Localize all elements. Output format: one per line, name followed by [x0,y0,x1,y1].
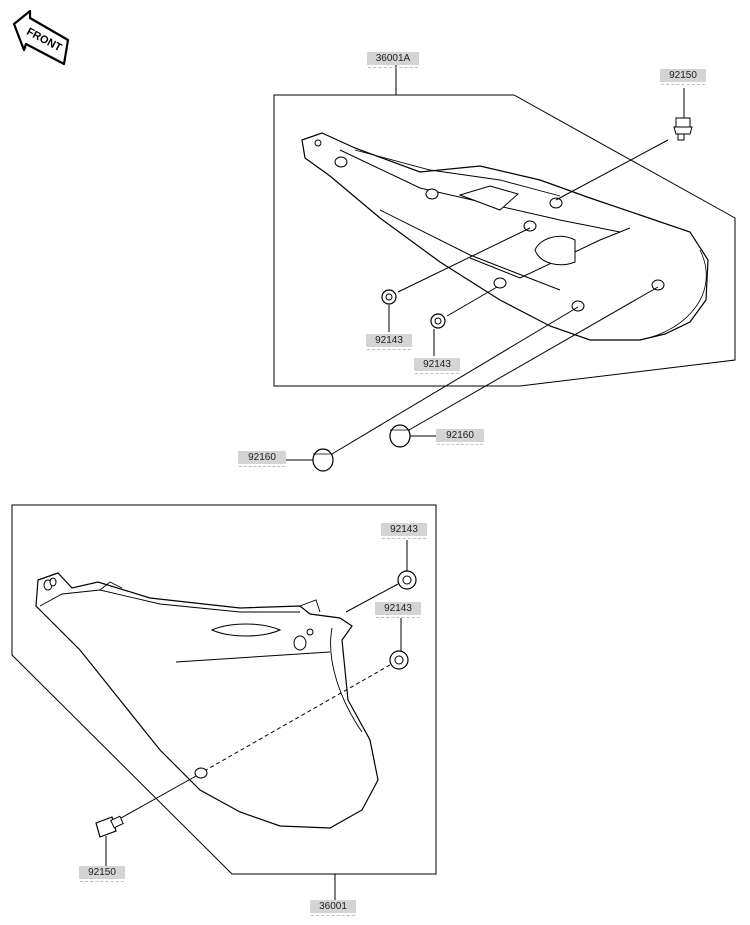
callout-92150-top[interactable]: 92150 [660,69,706,85]
bottom-bolt-92150 [95,815,124,838]
top-bolt-92150 [673,117,693,141]
callout-92143-bottom-upper[interactable]: 92143 [381,523,427,539]
bottom-side-cover [35,572,379,829]
callout-92150-bottom[interactable]: 92150 [79,866,125,882]
top-damper-right-92160 [389,424,411,448]
callout-92143-top-center[interactable]: 92143 [414,358,460,374]
callout-92160-right[interactable]: 92160 [436,429,484,445]
callout-36001[interactable]: 36001 [310,900,356,916]
callout-92160-left[interactable]: 92160 [238,451,286,467]
top-washer-center-92143 [430,313,446,329]
bottom-grommet-lower-92143 [389,650,409,670]
front-arrow-icon: FRONT [12,9,70,66]
callout-92143-bottom-lower[interactable]: 92143 [375,602,421,618]
top-side-cover [301,132,709,341]
top-washer-left-92143 [381,289,397,305]
top-assembly-frame [273,94,736,387]
callout-92143-top-left[interactable]: 92143 [366,334,412,350]
bottom-grommet-upper-92143 [397,570,417,590]
bottom-assembly-frame [11,504,437,875]
top-damper-left-92160 [312,448,334,472]
callout-36001A[interactable]: 36001A [367,52,419,68]
